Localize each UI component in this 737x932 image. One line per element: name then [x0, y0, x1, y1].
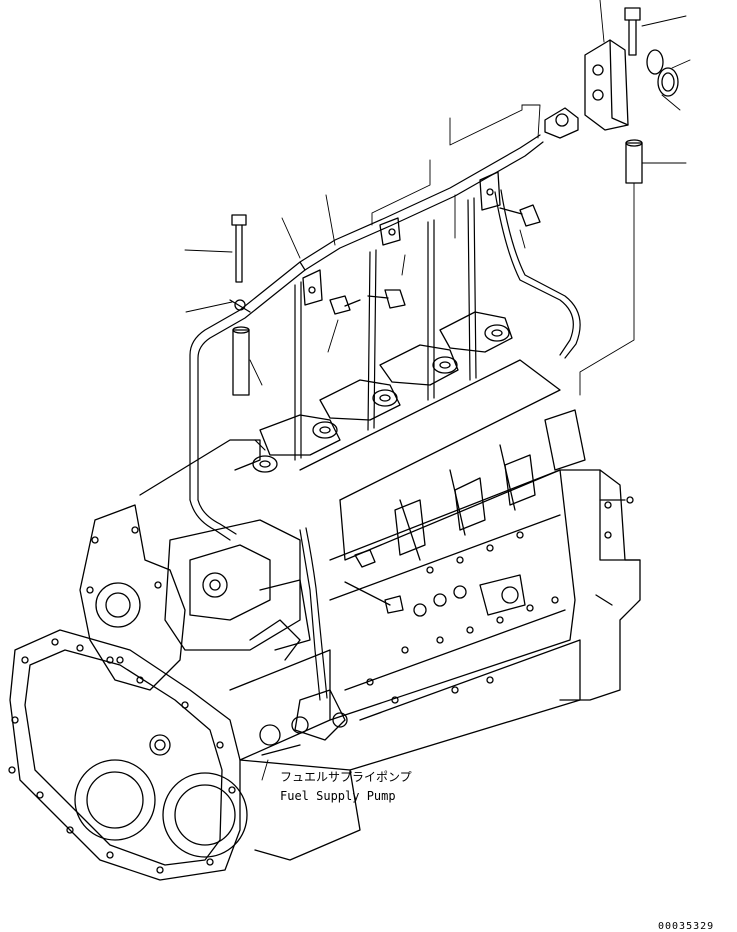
bolts	[231, 7, 679, 617]
front-gear-case	[8, 504, 248, 881]
callout-text-group: フュエルサプライポンプ Fuel Supply Pump 00035329	[280, 770, 714, 932]
fuel-supply-pump-label-en: Fuel Supply Pump	[280, 789, 396, 803]
leader-lines	[184, 0, 691, 781]
cylinder-head-covers	[139, 311, 586, 561]
fuel-supply-pump	[164, 519, 348, 756]
fuel-pipe	[189, 134, 581, 701]
drawing-number: 00035329	[658, 921, 714, 932]
fuel-supply-pump-label-jp: フュエルサプライポンプ	[280, 770, 412, 784]
engine-block	[229, 469, 641, 861]
pipe-clamps	[229, 171, 501, 313]
